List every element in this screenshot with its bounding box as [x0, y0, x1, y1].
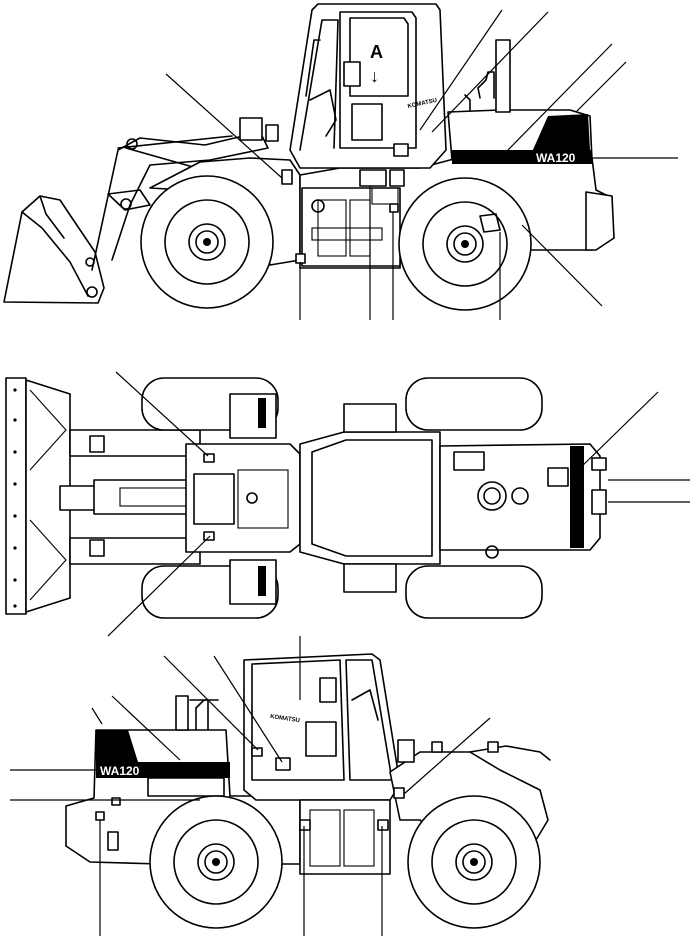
front-wheel-right: [407, 795, 541, 929]
model-decal-right: WA120: [100, 764, 140, 778]
rear-wheel-right: [149, 795, 283, 929]
cab-right: KOMATSU: [243, 653, 401, 801]
front-frame-top: [185, 443, 301, 553]
lift-arms-top: [59, 429, 201, 565]
rear-tires-top: [405, 377, 543, 619]
rear-body-top: [439, 443, 607, 559]
rear-wheel: [398, 177, 532, 311]
top-view: [5, 371, 690, 637]
bucket-top: [5, 377, 71, 615]
cab-view-arrow-label: A: [370, 42, 383, 62]
cab-top: [299, 403, 441, 593]
model-decal: WA120: [536, 151, 576, 165]
side-view-left: WA120: [3, 3, 678, 320]
front-tires-top: [141, 377, 279, 619]
side-view-right: WA120 KOMATSU: [10, 636, 551, 936]
leader-lines-right: [10, 636, 491, 936]
leader-lines-side: [165, 9, 678, 320]
cab-view-arrow-icon: ↓: [370, 66, 379, 86]
cab: A ↓ KOMATSU: [289, 3, 447, 169]
brand-decal-right: KOMATSU: [270, 714, 300, 724]
front-wheel: [140, 175, 274, 309]
leader-lines-top: [107, 371, 690, 637]
bucket: [3, 195, 105, 304]
